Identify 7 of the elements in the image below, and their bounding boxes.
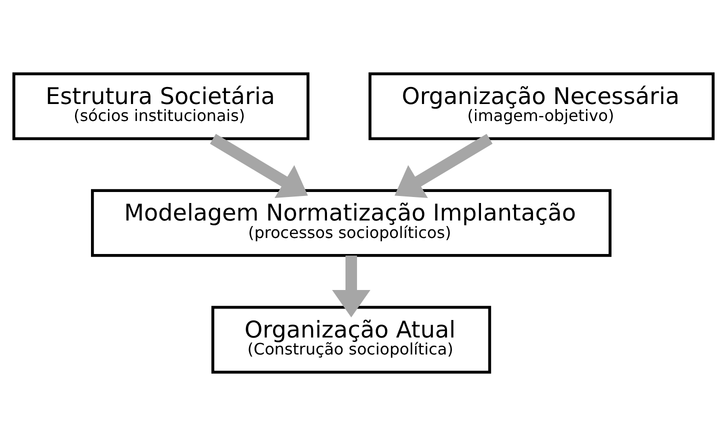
arrow	[394, 133, 493, 198]
node-box: Organização Atual (Construção sociopolítica)	[211, 305, 492, 374]
node-box: Modelagem Normatização Implantação (processos sociopolíticos)	[90, 188, 612, 256]
arrow	[332, 255, 370, 317]
node-box: Organização Necessária (imagem-objetivo)	[368, 72, 715, 140]
node-box: Estrutura Societária (sócios institucionais)	[12, 72, 310, 140]
arrow	[210, 133, 308, 198]
